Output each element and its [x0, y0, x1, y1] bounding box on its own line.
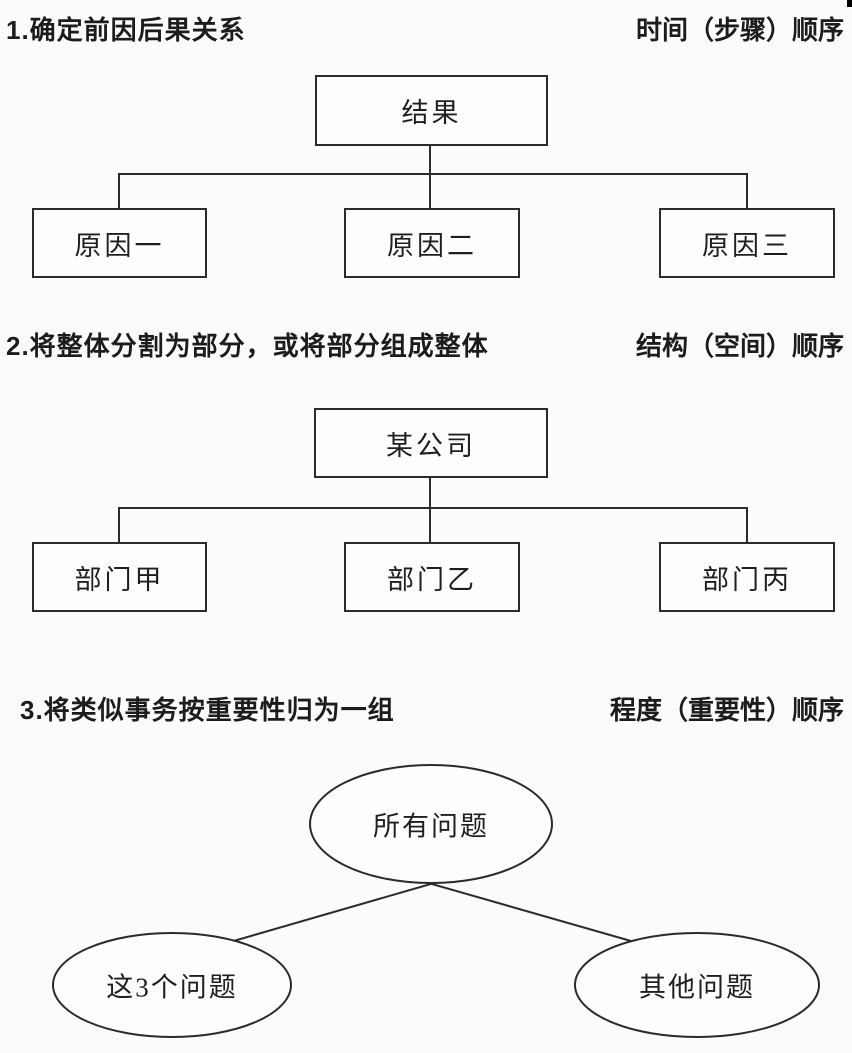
section1-connectors — [118, 146, 748, 208]
right-ellipse-shape — [574, 932, 820, 1038]
section2-child-box-2: 部门乙 — [344, 542, 520, 612]
root-ellipse-shape — [309, 764, 553, 884]
left-ellipse-shape — [52, 932, 292, 1038]
section1-root-box: 结果 — [315, 75, 548, 146]
section3-child-ellipse-2-label: 其他问题 — [639, 972, 755, 1003]
section2-connectors — [118, 478, 748, 542]
section2-order-label: 结构（空间）顺序 — [635, 331, 844, 361]
section2-child-box-1: 部门甲 — [32, 542, 207, 612]
section1-heading: 1.确定前因后果关系 — [6, 15, 246, 45]
section1-child-box-2: 原因二 — [344, 208, 520, 278]
section3-ellipses — [52, 764, 820, 1038]
section2-heading: 2.将整体分割为部分，或将部分组成整体 — [6, 331, 489, 361]
section3-root-ellipse-label: 所有问题 — [373, 811, 489, 842]
scan-artifact-mark — [847, 0, 852, 7]
section3-order-label: 程度（重要性）顺序 — [609, 695, 844, 725]
section3-child-ellipse-1-label: 这3个问题 — [106, 972, 238, 1003]
section1-child-box-1: 原因一 — [32, 208, 207, 278]
section3-heading: 3.将类似事务按重要性归为一组 — [20, 695, 395, 725]
section1-order-label: 时间（步骤）顺序 — [635, 15, 844, 45]
section2-root-box: 某公司 — [314, 408, 548, 478]
section2-child-box-3: 部门丙 — [659, 542, 835, 612]
section1-child-box-3: 原因三 — [659, 208, 835, 278]
